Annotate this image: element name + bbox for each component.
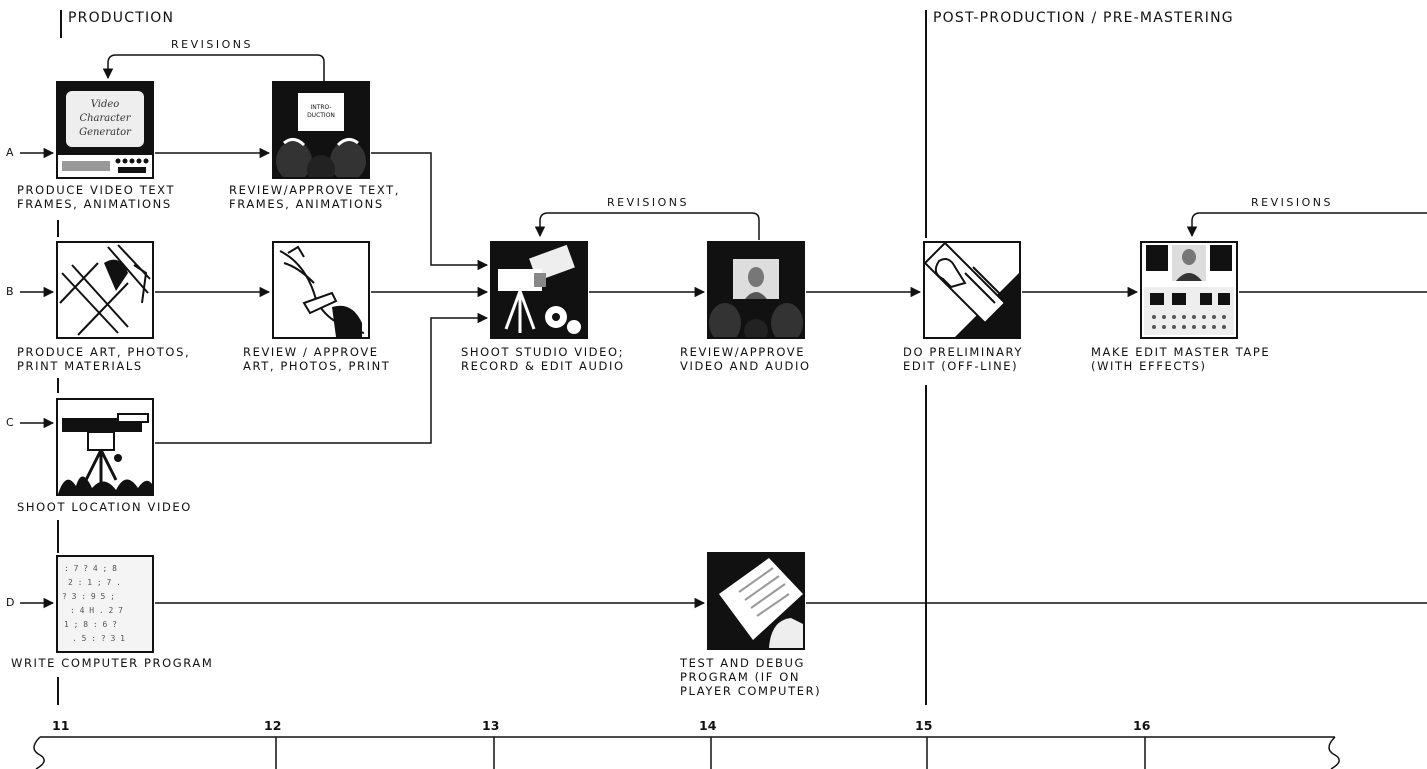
screen-text-generator: Generator	[79, 127, 132, 138]
svg-text:2 : 1 ; 7 .: 2 : 1 ; 7 .	[68, 578, 121, 587]
screen-text-duction: DUCTION	[307, 112, 335, 119]
timeline-tick-11: 11	[52, 719, 69, 733]
row-label-c: C	[6, 416, 14, 430]
svg-text:? 3 : 9 5 ;: ? 3 : 9 5 ;	[62, 592, 115, 601]
caption-shoot-location: SHOOT LOCATION VIDEO	[17, 500, 192, 514]
revisions-loop-1	[108, 55, 324, 84]
caption-shoot-studio: SHOOT STUDIO VIDEO;RECORD & EDIT AUDIO	[461, 345, 625, 373]
timeline-tick-12: 12	[264, 719, 281, 733]
caption-review-text: REVIEW/APPROVE TEXT,FRAMES, ANIMATIONS	[229, 183, 400, 211]
svg-text:. 5 : ? 3 1: . 5 : ? 3 1	[72, 634, 125, 643]
revisions-loop-3	[1192, 213, 1427, 236]
caption-edit-master: MAKE EDIT MASTER TAPE(WITH EFFECTS)	[1091, 345, 1270, 373]
revisions-label-2: REVISIONS	[607, 196, 689, 210]
write-program-icon: : 7 ? 4 ; 8 2 : 1 ; 7 . ? 3 : 9 5 ; : 4 …	[56, 555, 154, 653]
revisions-label-3: REVISIONS	[1251, 196, 1333, 210]
screen-text-video: Video	[91, 99, 120, 110]
produce-art-icon	[56, 241, 154, 339]
timeline	[34, 737, 1339, 769]
row-label-b: B	[6, 285, 14, 299]
timeline-tick-14: 14	[699, 719, 716, 733]
svg-text:: 7 ? 4 ; 8: : 7 ? 4 ; 8	[64, 564, 117, 573]
test-debug-icon	[707, 552, 805, 650]
row-label-a: A	[6, 146, 14, 160]
timeline-tick-15: 15	[915, 719, 932, 733]
timeline-tick-16: 16	[1133, 719, 1150, 733]
shoot-location-icon	[56, 398, 154, 496]
caption-write-program: WRITE COMPUTER PROGRAM	[11, 656, 213, 670]
preliminary-edit-icon	[923, 241, 1021, 339]
caption-produce-art: PRODUCE ART, PHOTOS,PRINT MATERIALS	[17, 345, 190, 373]
row-label-d: D	[6, 596, 14, 610]
shoot-studio-icon	[490, 241, 588, 339]
screen-text-intro: INTRO-	[310, 104, 331, 111]
review-art-icon	[272, 241, 370, 339]
section-post-production: POST-PRODUCTION / PRE-MASTERING	[933, 11, 1234, 25]
revisions-loop-2	[540, 213, 759, 240]
produce-video-text-icon: Video Character Generator	[56, 81, 154, 179]
revisions-label-1: REVISIONS	[171, 38, 253, 52]
section-production: PRODUCTION	[68, 11, 174, 25]
edit-master-icon	[1140, 241, 1238, 339]
timeline-tick-13: 13	[482, 719, 499, 733]
screen-text-character: Character	[79, 113, 131, 124]
svg-text:: 4 H . 2 7: : 4 H . 2 7	[70, 606, 123, 615]
review-text-icon: INTRO- DUCTION	[272, 81, 370, 179]
svg-text:1 ; 8 : 6 ?: 1 ; 8 : 6 ?	[64, 620, 117, 629]
review-video-icon	[707, 241, 805, 339]
